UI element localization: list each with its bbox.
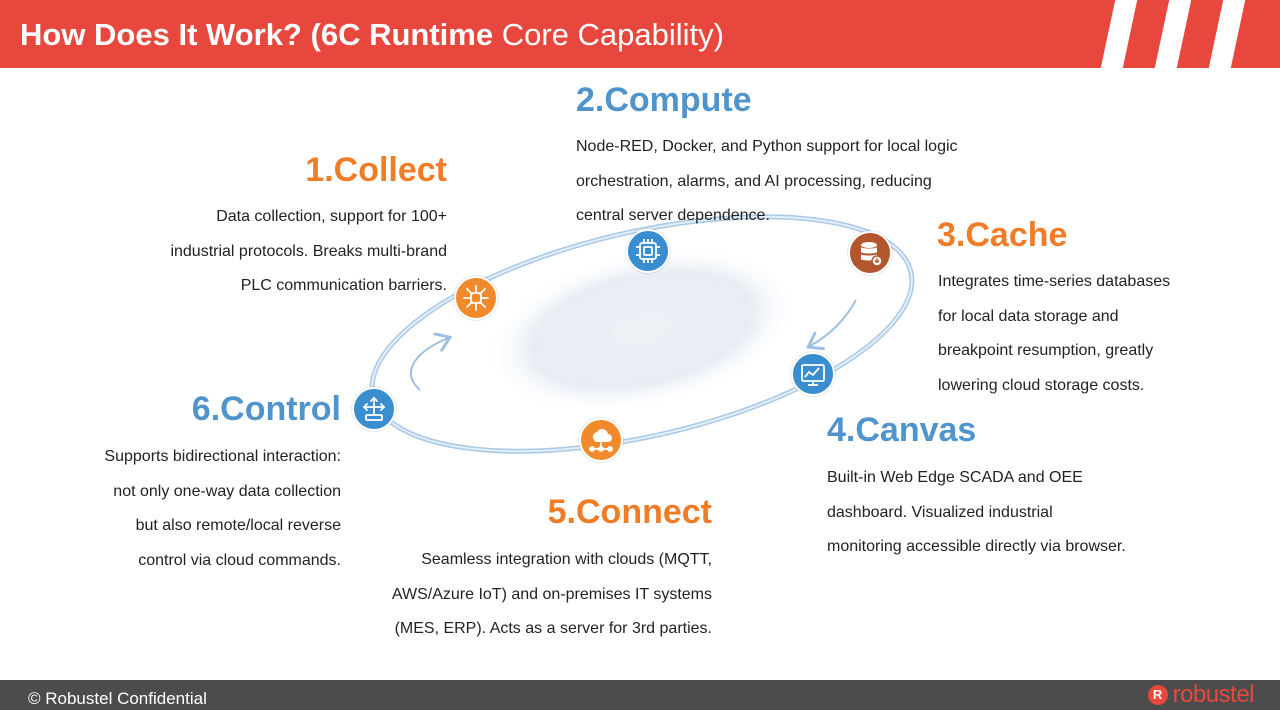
header-stripe-decoration — [1208, 0, 1246, 68]
page-title-regular: Core Capability) — [493, 17, 724, 52]
description-line: AWS/Azure IoT) and on-premises IT system… — [391, 585, 712, 603]
description-line: industrial protocols. Breaks multi-brand — [170, 242, 447, 260]
description-line: Integrates time-series databases — [938, 273, 1171, 290]
step-canvas-title: 4.Canvas — [827, 411, 977, 449]
description-line: monitoring accessible directly via brows… — [827, 538, 1126, 555]
description-line: Seamless integration with clouds (MQTT, — [421, 551, 712, 568]
footer-bar: © Robustel Confidential R robustel — [0, 680, 1280, 710]
description-line: central server dependence. — [576, 207, 770, 224]
description-line: Data collection, support for 100+ — [216, 208, 447, 225]
header-stripe-decoration — [1154, 0, 1192, 68]
description-line: breakpoint resumption, greatly — [938, 342, 1154, 359]
step-compute-title: 2.Compute — [576, 81, 752, 119]
robustel-logo-mark: R — [1147, 685, 1168, 705]
description-line: control via cloud commands. — [138, 551, 341, 569]
step-control-description: Supports bidirectional interaction: not … — [104, 440, 341, 578]
description-line: but also remote/local reverse — [135, 517, 341, 534]
description-line: Node-RED, Docker, and Python support for… — [576, 138, 958, 155]
confidential-notice: © Robustel Confidential — [28, 689, 207, 708]
database-icon — [848, 231, 892, 275]
step-compute-description: Node-RED, Docker, and Python support for… — [576, 130, 958, 234]
cloud-network-icon — [579, 418, 623, 462]
step-collect-description: Data collection, support for 100+ indust… — [170, 200, 447, 304]
hub-icon — [454, 276, 498, 320]
step-connect-description: Seamless integration with clouds (MQTT, … — [392, 543, 712, 647]
robustel-logo: R robustel — [1147, 681, 1255, 708]
header-bar: How Does It Work? (6C Runtime Core Capab… — [0, 0, 1280, 68]
description-line: orchestration, alarms, and AI processing… — [576, 172, 932, 190]
description-line: (MES, ERP). Acts as a server for 3rd par… — [394, 620, 712, 637]
step-cache-description: Integrates time-series databases for loc… — [938, 265, 1170, 403]
inner-arrow-right — [810, 299, 857, 346]
description-line: lowering cloud storage costs. — [938, 376, 1145, 394]
description-line: not only one-way data collection — [113, 482, 341, 500]
page-title-bold: How Does It Work? (6C Runtime — [20, 17, 494, 52]
robustel-logo-text: robustel — [1172, 681, 1255, 708]
description-line: for local data storage and — [938, 307, 1119, 325]
description-line: PLC communication barriers. — [240, 277, 447, 294]
step-canvas-description: Built-in Web Edge SCADA and OEE dashboar… — [827, 461, 1126, 565]
page-title: How Does It Work? (6C Runtime Core Capab… — [20, 17, 724, 53]
description-line: Built-in Web Edge SCADA and OEE — [827, 469, 1083, 486]
header-stripe-decoration — [1100, 0, 1138, 68]
description-line: dashboard. Visualized industrial — [827, 503, 1053, 521]
control-icon — [352, 387, 396, 431]
step-control-title: 6.Control — [191, 390, 341, 428]
chip-icon — [626, 229, 670, 273]
dashboard-icon — [791, 352, 835, 396]
step-cache-title: 3.Cache — [937, 216, 1068, 254]
description-line: Supports bidirectional interaction: — [104, 448, 341, 465]
step-collect-title: 1.Collect — [305, 151, 447, 189]
step-connect-title: 5.Connect — [547, 493, 712, 531]
inner-arrow-left — [409, 338, 448, 391]
